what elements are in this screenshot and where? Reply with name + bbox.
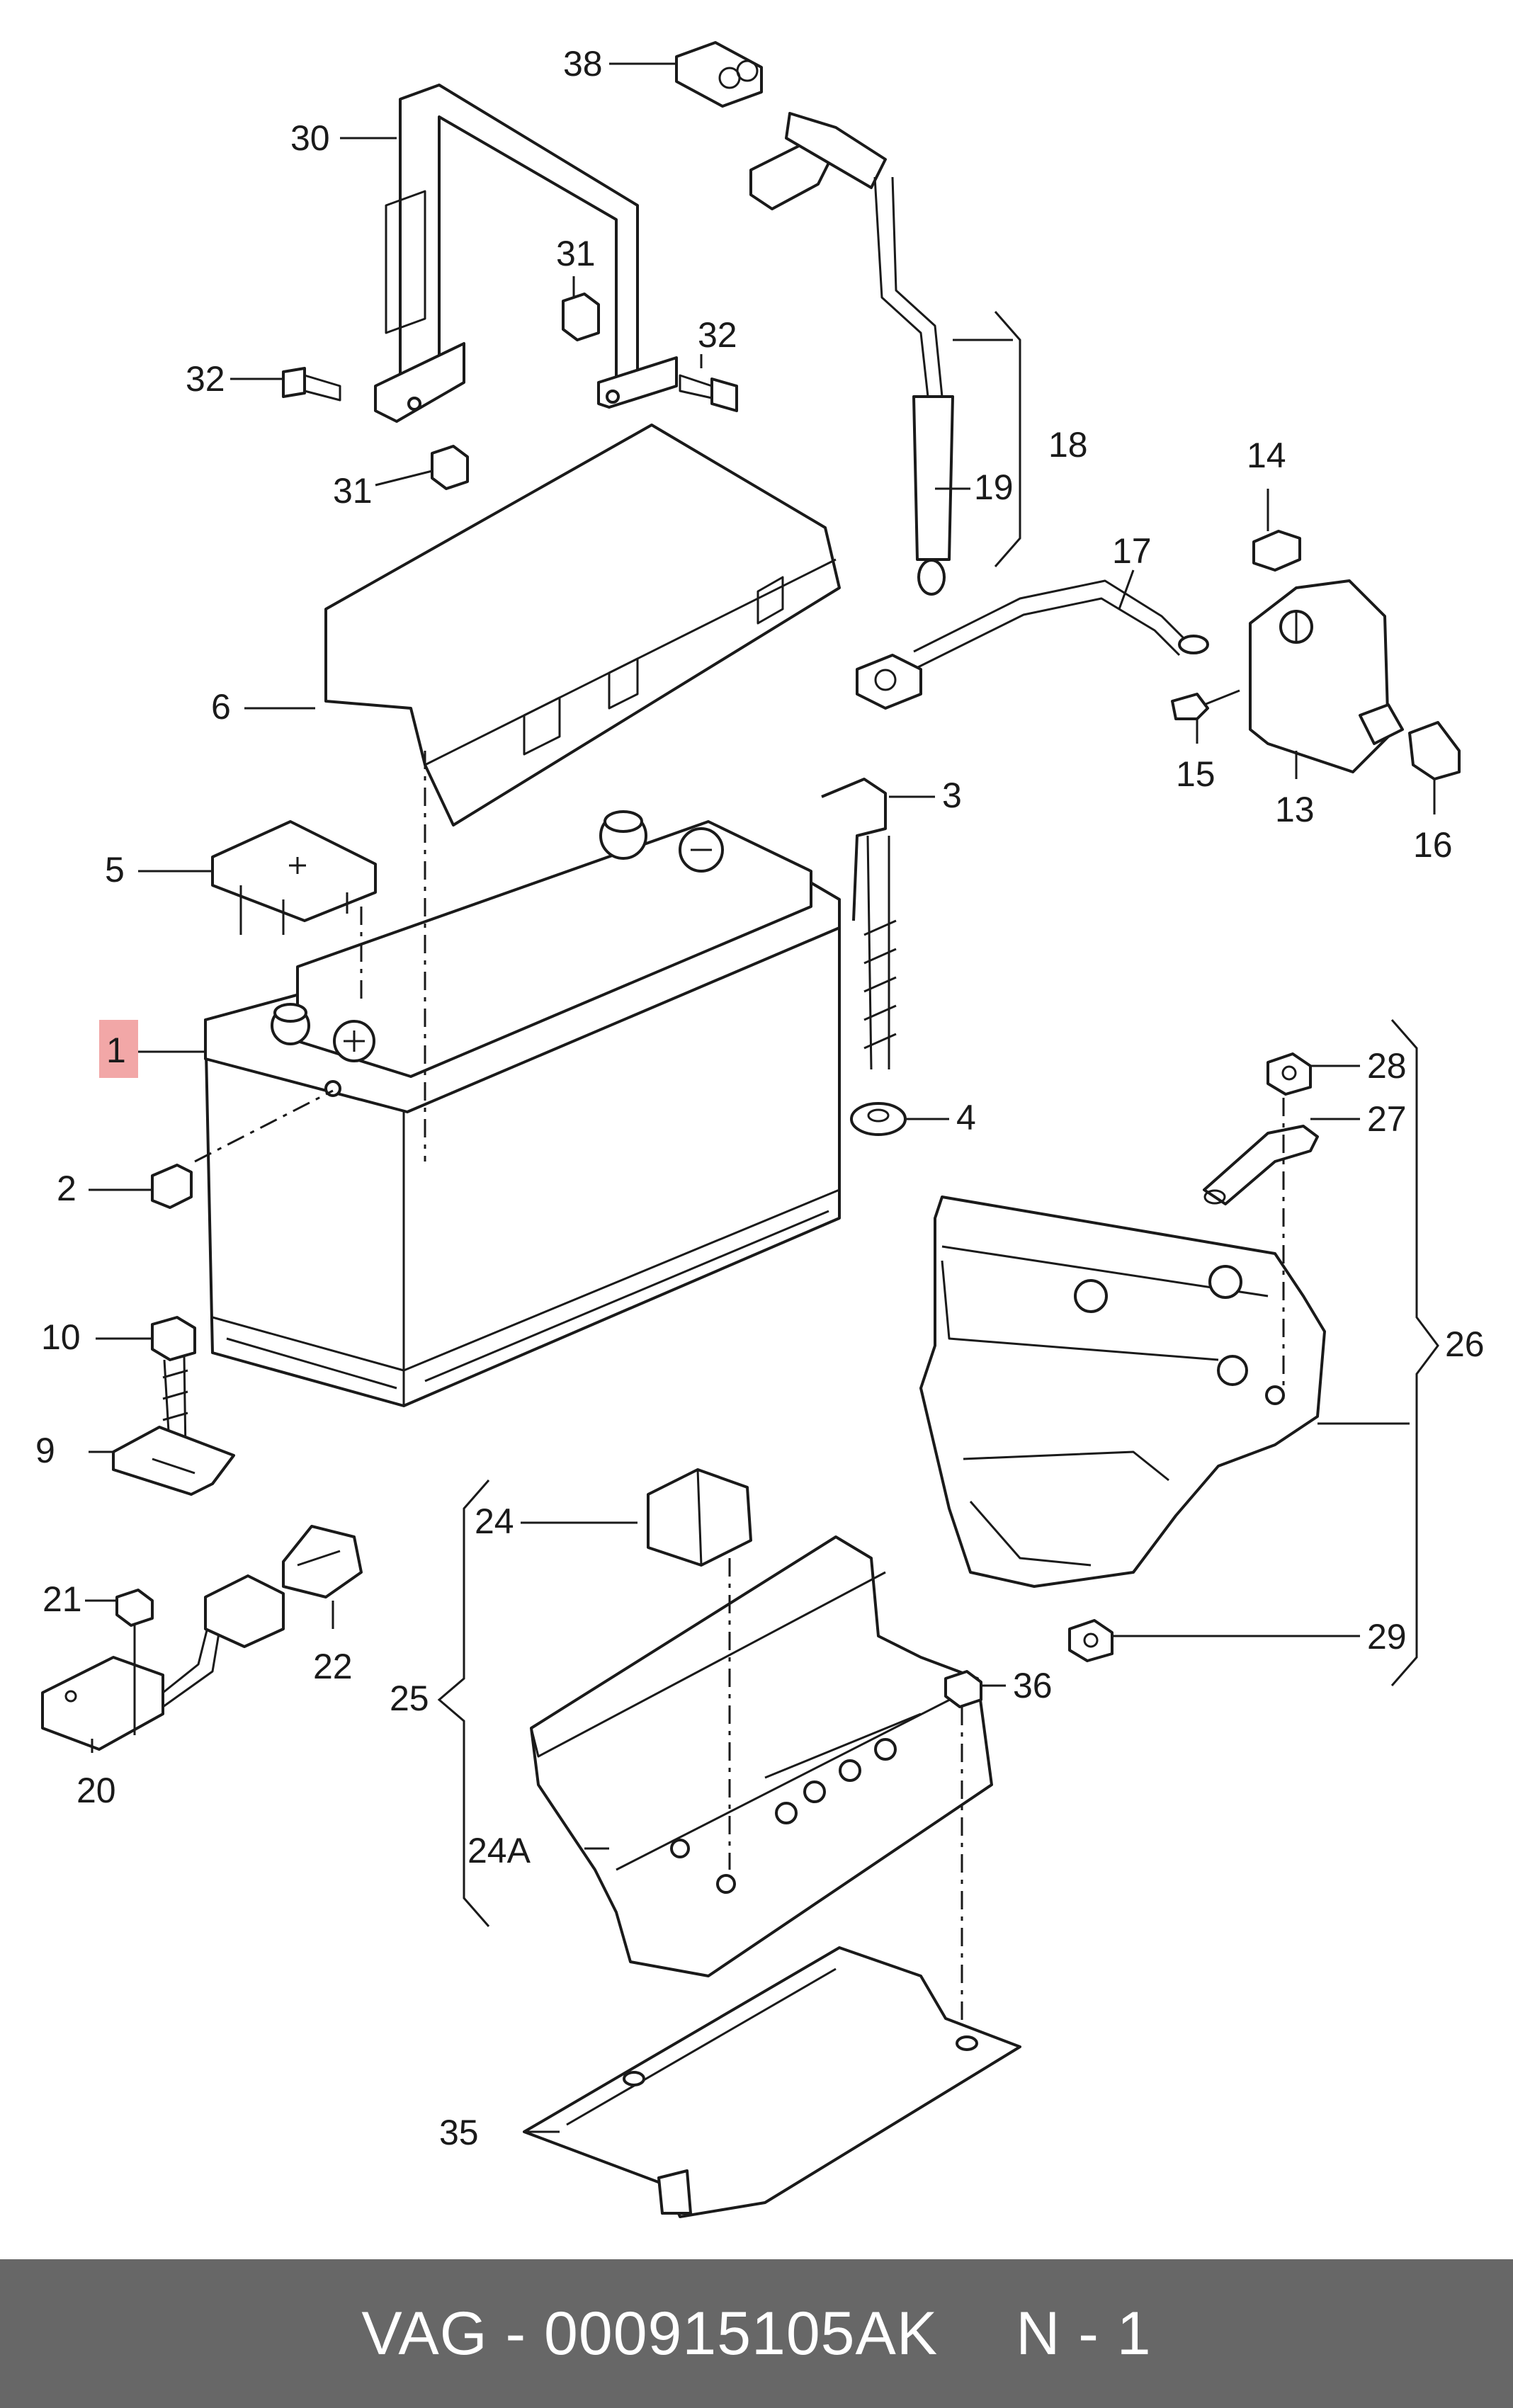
- bolt-15[interactable]: [1171, 689, 1240, 720]
- connector-small[interactable]: [204, 1574, 285, 1648]
- label-36[interactable]: 36: [1013, 1666, 1053, 1705]
- footer-bar: VAG - 000915105AK N - 1: [0, 2259, 1513, 2408]
- label-38[interactable]: 38: [563, 44, 603, 84]
- label-10[interactable]: 10: [41, 1317, 81, 1357]
- leader-lines: [85, 62, 1439, 2133]
- label-2[interactable]: 2: [57, 1169, 76, 1208]
- mounting-plate[interactable]: [523, 1946, 1021, 2218]
- label-26[interactable]: 26: [1445, 1324, 1485, 1364]
- bolt-32-left[interactable]: [282, 367, 341, 402]
- connector-38[interactable]: [675, 41, 763, 108]
- fuse-holder[interactable]: [530, 1535, 993, 1977]
- label-18[interactable]: 18: [1048, 425, 1088, 465]
- label-32-left[interactable]: 32: [186, 359, 225, 399]
- label-24a[interactable]: 24A: [468, 1831, 531, 1870]
- nut-29[interactable]: [1068, 1619, 1114, 1662]
- highlight-marker: [99, 1020, 138, 1078]
- cable-lug-27[interactable]: [1203, 1125, 1319, 1205]
- label-17[interactable]: 17: [1112, 531, 1152, 571]
- connector-22[interactable]: [282, 1525, 363, 1598]
- nut-21[interactable]: [115, 1589, 154, 1735]
- label-24[interactable]: 24: [475, 1501, 514, 1541]
- label-16[interactable]: 16: [1413, 825, 1453, 865]
- fuse-box-base[interactable]: [919, 1196, 1326, 1588]
- label-13[interactable]: 13: [1275, 790, 1315, 829]
- plug-2[interactable]: [151, 1164, 193, 1209]
- label-21[interactable]: 21: [42, 1579, 82, 1619]
- label-35[interactable]: 35: [439, 2113, 479, 2152]
- label-31-top[interactable]: 31: [556, 234, 596, 273]
- nut-28[interactable]: [1266, 1052, 1312, 1096]
- label-31-bottom[interactable]: 31: [333, 471, 373, 511]
- screw-10[interactable]: [151, 1316, 196, 1456]
- label-20[interactable]: 20: [76, 1771, 116, 1810]
- battery[interactable]: [204, 810, 841, 1407]
- label-3[interactable]: 3: [942, 776, 962, 815]
- washer-4[interactable]: [850, 1102, 907, 1136]
- ground-cable[interactable]: [856, 579, 1209, 710]
- terminal-cap[interactable]: [211, 820, 377, 935]
- label-27[interactable]: 27: [1367, 1099, 1407, 1139]
- relay-24[interactable]: [647, 1468, 752, 1567]
- control-unit[interactable]: [1249, 579, 1404, 773]
- labels: 1 2 3 4 5 6 9 10 13 14 15 16 17 18 19 20…: [35, 44, 1485, 2152]
- label-9[interactable]: 9: [35, 1431, 55, 1470]
- part-number-text: VAG - 000915105AK: [361, 2299, 939, 2368]
- sensor-20[interactable]: [41, 1610, 227, 1751]
- clamp-9[interactable]: [112, 1426, 235, 1496]
- label-29[interactable]: 29: [1367, 1617, 1407, 1657]
- clamp-bolt-3[interactable]: [821, 778, 897, 1070]
- label-28[interactable]: 28: [1367, 1046, 1407, 1086]
- cap-14[interactable]: [1252, 530, 1301, 572]
- label-32-right[interactable]: 32: [698, 315, 737, 355]
- page-indicator: N - 1: [1016, 2299, 1152, 2368]
- label-5[interactable]: 5: [105, 850, 125, 890]
- label-19[interactable]: 19: [974, 467, 1014, 507]
- battery-holder-bracket[interactable]: [374, 84, 678, 423]
- nut-31-bottom[interactable]: [431, 445, 469, 490]
- battery-cover[interactable]: [324, 424, 841, 827]
- label-25[interactable]: 25: [390, 1679, 429, 1718]
- clip-16[interactable]: [1408, 721, 1461, 780]
- nut-36[interactable]: [944, 1670, 982, 1708]
- label-14[interactable]: 14: [1247, 436, 1286, 475]
- label-1[interactable]: 1: [106, 1030, 126, 1070]
- exploded-parts-diagram: 1 2 3 4 5 6 9 10 13 14 15 16 17 18 19 20…: [35, 41, 1485, 2218]
- positive-cable[interactable]: [749, 112, 954, 596]
- label-22[interactable]: 22: [313, 1647, 353, 1686]
- bolt-32-right[interactable]: [679, 374, 738, 412]
- label-15[interactable]: 15: [1176, 754, 1216, 794]
- label-6[interactable]: 6: [211, 687, 231, 727]
- label-30[interactable]: 30: [290, 118, 330, 158]
- label-4[interactable]: 4: [956, 1098, 976, 1137]
- nut-31-top[interactable]: [562, 293, 600, 341]
